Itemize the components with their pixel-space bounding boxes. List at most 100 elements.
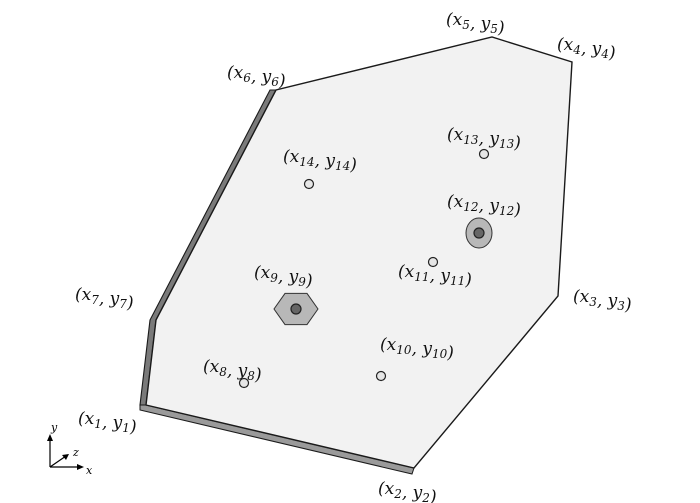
coord-label-p11-sub2: 11 <box>450 274 465 288</box>
coord-label-v6-label: (x <box>227 63 244 83</box>
coord-label-p10-sub: 10 <box>396 343 412 357</box>
coord-label-v4-label2: , y <box>581 39 602 59</box>
hole-p11 <box>427 256 439 268</box>
hole-dot <box>238 377 250 389</box>
coord-label-p10-label: (x <box>380 335 397 355</box>
coord-label-p12-label2: , y <box>479 196 500 216</box>
coord-label-v2-sub: 2 <box>393 487 402 501</box>
coord-label-p11-label2: , y <box>430 266 451 286</box>
hole-dot <box>478 148 490 160</box>
coord-label-v7-sub: 7 <box>91 293 99 307</box>
z-axis-arrow <box>62 454 69 460</box>
hole-p8 <box>238 377 250 389</box>
coord-label-v6-close: ) <box>278 71 286 91</box>
coord-label-p9-sub: 9 <box>270 271 278 285</box>
coord-label-p13-close: ) <box>513 133 521 153</box>
coord-label-p9-close: ) <box>305 271 313 291</box>
coord-label-p14-sub: 14 <box>299 155 314 169</box>
hole-dot <box>303 178 315 190</box>
coord-label-v3-sub2: 3 <box>617 299 625 313</box>
hole-p10 <box>375 370 387 382</box>
coord-label-v4-label: (x <box>557 35 574 55</box>
coord-label-v6: (x6, y6) <box>227 63 286 91</box>
coord-label-p11-close: ) <box>464 270 472 290</box>
coord-label-p8: (x8, y8) <box>203 357 262 385</box>
coord-label-v1-close: ) <box>129 417 137 437</box>
hole-dot <box>473 227 485 239</box>
hole-p14 <box>303 178 315 190</box>
coord-label-v3-label: (x <box>573 287 590 307</box>
coord-label-p11-sub: 11 <box>414 270 429 284</box>
coord-label-v7: (x7, y7) <box>75 285 134 313</box>
hole-dot <box>290 303 302 315</box>
hole-p9 <box>273 292 319 326</box>
coord-label-p10-sub2: 10 <box>432 347 448 361</box>
coord-label-p14-label2: , y <box>315 151 336 171</box>
coord-label-p9-label2: , y <box>278 267 299 287</box>
coord-label-v4-sub: 4 <box>572 43 581 57</box>
coord-label-v2-label: (x <box>378 479 395 499</box>
x-axis-label: x <box>86 464 93 477</box>
coord-label-v1: (x1, y1) <box>78 409 137 437</box>
coord-label-v5-label2: , y <box>470 14 491 34</box>
coord-label-v7-label: (x <box>75 285 92 305</box>
coord-label-v5-label: (x <box>446 10 463 30</box>
coord-label-p9-label: (x <box>254 263 271 283</box>
coord-label-p8-sub: 8 <box>219 365 227 379</box>
coord-label-v3-label2: , y <box>597 291 618 311</box>
coord-label-p12-close: ) <box>513 200 521 220</box>
coord-label-v6-sub2: 6 <box>271 75 279 89</box>
coord-label-p13-label2: , y <box>479 129 500 149</box>
coord-label-v6-label2: , y <box>251 67 272 87</box>
coord-label-v2-sub2: 2 <box>421 491 430 503</box>
x-axis-arrow <box>77 464 84 470</box>
coord-label-p9: (x9, y9) <box>254 263 313 291</box>
coord-label-p11-label: (x <box>398 262 415 282</box>
coord-label-p8-close: ) <box>254 365 262 385</box>
coord-label-p13-sub2: 13 <box>499 137 515 151</box>
coord-label-v1-label2: , y <box>102 413 123 433</box>
coord-label-p8-sub2: 8 <box>247 369 255 383</box>
coord-label-v3: (x3, y3) <box>573 287 632 315</box>
coord-label-v5: (x5, y5) <box>446 10 505 38</box>
hole-dot <box>375 370 387 382</box>
coord-label-p10-close: ) <box>446 343 454 363</box>
y-axis-arrow <box>47 434 53 441</box>
coord-label-v1-sub: 1 <box>94 417 102 431</box>
coord-label-p13-label: (x <box>447 125 464 145</box>
z-axis-line <box>49 455 67 468</box>
y-axis-label: y <box>50 421 58 434</box>
coord-label-v5-sub2: 5 <box>490 22 498 36</box>
coord-label-p12-sub: 12 <box>463 200 478 214</box>
hole-p13 <box>478 148 490 160</box>
coord-label-v2-label2: , y <box>402 483 423 503</box>
coord-label-v2-close: ) <box>429 487 437 503</box>
axis-triad: y x z <box>47 421 93 477</box>
coord-label-v1-label: (x <box>78 409 95 429</box>
hole-markers <box>238 148 493 389</box>
coord-label-v5-close: ) <box>497 18 505 38</box>
coord-label-v5-sub: 5 <box>462 18 470 32</box>
coord-label-p12-sub2: 12 <box>499 204 514 218</box>
coordinate-labels: (x1, y1)(x2, y2)(x3, y3)(x4, y4)(x5, y5)… <box>75 10 632 503</box>
coord-label-v6-sub: 6 <box>243 71 251 85</box>
coord-label-p12-label: (x <box>447 192 464 212</box>
z-axis-label: z <box>72 446 79 459</box>
coord-label-v7-sub2: 7 <box>119 297 127 311</box>
coord-label-v4-sub2: 4 <box>600 47 609 61</box>
hole-p12 <box>465 217 493 249</box>
plate-top-face <box>145 36 573 469</box>
coord-label-v3-sub: 3 <box>589 295 597 309</box>
coord-label-p8-label: (x <box>203 357 220 377</box>
coord-label-p10-label2: , y <box>412 339 433 359</box>
plate-bottom-edge <box>139 404 415 475</box>
coord-label-p11: (x11, y11) <box>398 262 472 290</box>
coord-label-p13-sub: 13 <box>463 133 479 147</box>
coord-label-v7-close: ) <box>126 293 134 313</box>
coord-label-v4: (x4, y4) <box>557 35 616 63</box>
coord-label-v1-sub2: 1 <box>122 421 130 435</box>
coord-label-p14-close: ) <box>349 155 357 175</box>
coord-label-p12: (x12, y12) <box>447 192 521 220</box>
coord-label-v3-close: ) <box>624 295 632 315</box>
